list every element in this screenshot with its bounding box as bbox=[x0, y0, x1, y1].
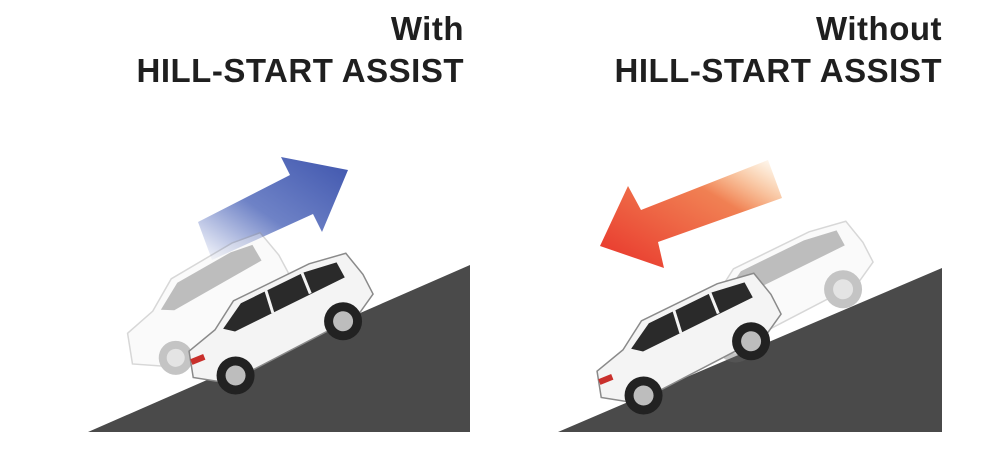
panel-with-assist: With HILL-START ASSIST bbox=[88, 8, 470, 432]
title-without-line1: Without bbox=[816, 10, 942, 47]
title-with-line1: With bbox=[390, 10, 464, 47]
car-suv bbox=[596, 272, 782, 415]
panel-without-assist: Without HILL-START ASSIST bbox=[500, 0, 1000, 470]
title-with-line2: HILL-START ASSIST bbox=[136, 52, 464, 89]
car-suv bbox=[188, 252, 374, 395]
downhill-arrow-icon bbox=[600, 160, 782, 268]
title-without-line2: HILL-START ASSIST bbox=[614, 52, 942, 89]
panel-title-without: Without HILL-START ASSIST bbox=[615, 8, 942, 92]
panel-title-with: With HILL-START ASSIST bbox=[137, 8, 464, 92]
scene-with-assist bbox=[88, 157, 470, 432]
uphill-arrow-icon bbox=[198, 157, 348, 260]
scene-without-assist bbox=[558, 160, 942, 432]
